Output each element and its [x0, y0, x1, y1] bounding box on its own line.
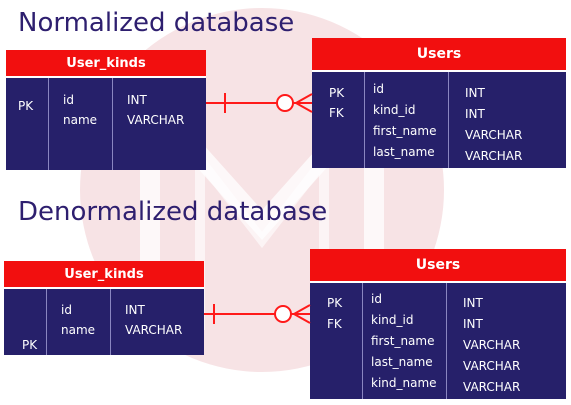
denormalized-user-kinds-table: User_kinds PK id name INT VARCHAR: [4, 261, 204, 355]
field-type: INT: [465, 107, 485, 121]
field-name: id: [371, 292, 382, 306]
field-column: id kind_id first_name last_name: [364, 72, 449, 168]
denormalized-users-table: Users PK FK id kind_id first_name last_n…: [310, 249, 566, 399]
field-name: kind_id: [373, 103, 416, 117]
type-column: INT VARCHAR: [110, 289, 204, 355]
type-column: INT INT VARCHAR VARCHAR: [448, 72, 566, 168]
table-body: PK FK id kind_id first_name last_name IN…: [312, 72, 566, 168]
field-type: INT: [463, 296, 483, 310]
key-label: FK: [329, 106, 344, 120]
table-title: Users: [310, 249, 566, 283]
key-column: PK: [4, 289, 46, 355]
key-label: PK: [18, 99, 34, 113]
field-type: INT: [127, 93, 147, 107]
field-type: INT: [465, 86, 485, 100]
table-title: User_kinds: [6, 50, 206, 78]
field-name: id: [63, 93, 74, 107]
field-type: VARCHAR: [465, 128, 523, 142]
table-body: PK id name INT VARCHAR: [6, 78, 206, 170]
normalized-users-table: Users PK FK id kind_id first_name last_n…: [312, 38, 566, 168]
field-column: id kind_id first_name last_name kind_nam…: [362, 283, 447, 399]
field-name: name: [61, 323, 96, 337]
field-column: id name: [48, 78, 113, 170]
denormalized-heading: Denormalized database: [18, 197, 328, 227]
field-column: id name: [46, 289, 111, 355]
field-type: VARCHAR: [463, 359, 521, 373]
field-name: id: [61, 303, 72, 317]
field-type: INT: [463, 317, 483, 331]
table-body: PK id name INT VARCHAR: [4, 289, 204, 355]
field-name: kind_name: [371, 376, 437, 390]
table-title: Users: [312, 38, 566, 72]
field-name: last_name: [371, 355, 433, 369]
field-name: kind_id: [371, 313, 414, 327]
key-label: PK: [329, 86, 345, 100]
field-name: name: [63, 113, 98, 127]
field-name: id: [373, 82, 384, 96]
field-type: VARCHAR: [463, 380, 521, 394]
field-name: first_name: [371, 334, 435, 348]
type-column: INT VARCHAR: [112, 78, 206, 170]
field-type: VARCHAR: [125, 323, 183, 337]
field-name: first_name: [373, 124, 437, 138]
key-column: PK: [6, 78, 48, 170]
field-type: INT: [125, 303, 145, 317]
key-column: PK FK: [310, 283, 362, 399]
table-body: PK FK id kind_id first_name last_name ki…: [310, 283, 566, 399]
key-label: FK: [327, 317, 342, 331]
table-title: User_kinds: [4, 261, 204, 289]
field-type: VARCHAR: [127, 113, 185, 127]
field-name: last_name: [373, 145, 435, 159]
normalized-heading: Normalized database: [18, 8, 295, 38]
key-label: PK: [22, 338, 38, 352]
field-type: VARCHAR: [463, 338, 521, 352]
key-column: PK FK: [312, 72, 364, 168]
field-type: VARCHAR: [465, 149, 523, 163]
type-column: INT INT VARCHAR VARCHAR VARCHAR: [446, 283, 566, 399]
key-label: PK: [327, 296, 343, 310]
normalized-user-kinds-table: User_kinds PK id name INT VARCHAR: [6, 50, 206, 170]
